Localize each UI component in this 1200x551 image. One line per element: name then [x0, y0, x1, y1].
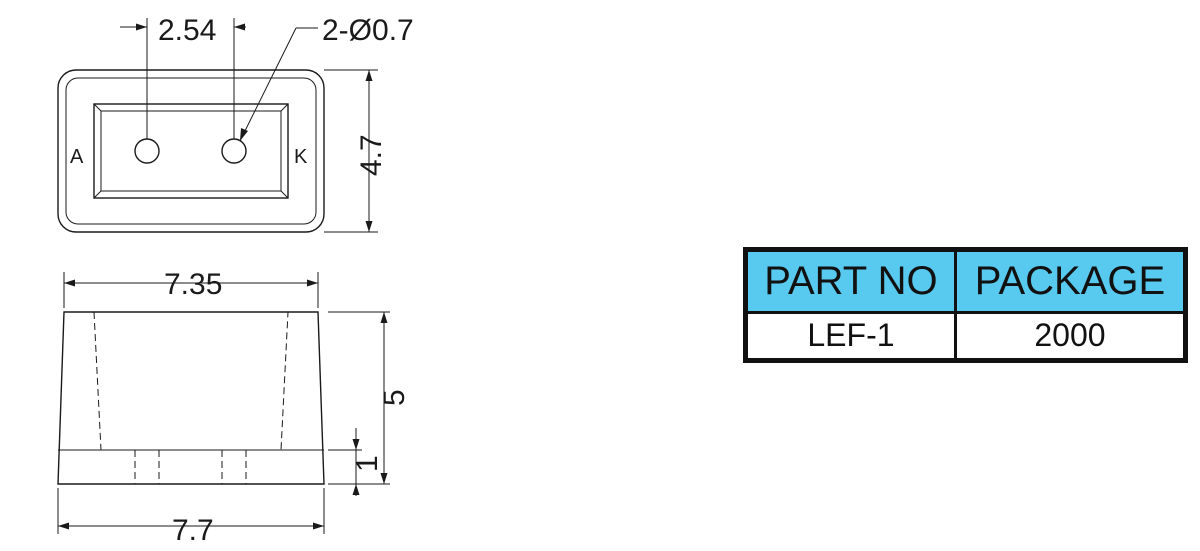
header-part-no: PART NO: [744, 248, 957, 314]
cell-part-no: LEF-1: [744, 310, 957, 363]
dimension-step: 1: [351, 455, 384, 472]
dimension-side-height: 5: [378, 389, 411, 406]
side-view: 7.35 7.7 5 1: [57, 268, 411, 547]
cell-package: 2000: [953, 310, 1188, 363]
top-view-inner-outline: [65, 77, 317, 225]
pin-hole-right: [221, 138, 247, 164]
dimension-height-top: 4.7: [355, 134, 388, 176]
part-info-table: PART NO PACKAGE LEF-1 2000: [743, 247, 1188, 363]
side-view-outline: [57, 311, 325, 485]
top-view: A K 2.54 2-Ø0.7 4.7: [57, 14, 414, 233]
header-package: PACKAGE: [953, 248, 1188, 314]
table-header-row: PART NO PACKAGE: [744, 248, 1188, 314]
table-row: LEF-1 2000: [744, 310, 1188, 363]
top-view-cavity-outer: [93, 103, 289, 199]
side-view-cavity: [93, 311, 289, 451]
top-view-outer-outline: [57, 69, 325, 233]
pin-hole-left: [134, 138, 160, 164]
dimension-bottom-width: 7.7: [172, 514, 214, 547]
top-view-cavity-inner: [100, 110, 282, 192]
dimension-hole: 2-Ø0.7: [322, 14, 414, 47]
dimension-top-width: 7.35: [164, 268, 222, 301]
dimension-pitch: 2.54: [158, 14, 216, 47]
pin-label-cathode: K: [294, 146, 308, 168]
pin-label-anode: A: [70, 146, 84, 168]
